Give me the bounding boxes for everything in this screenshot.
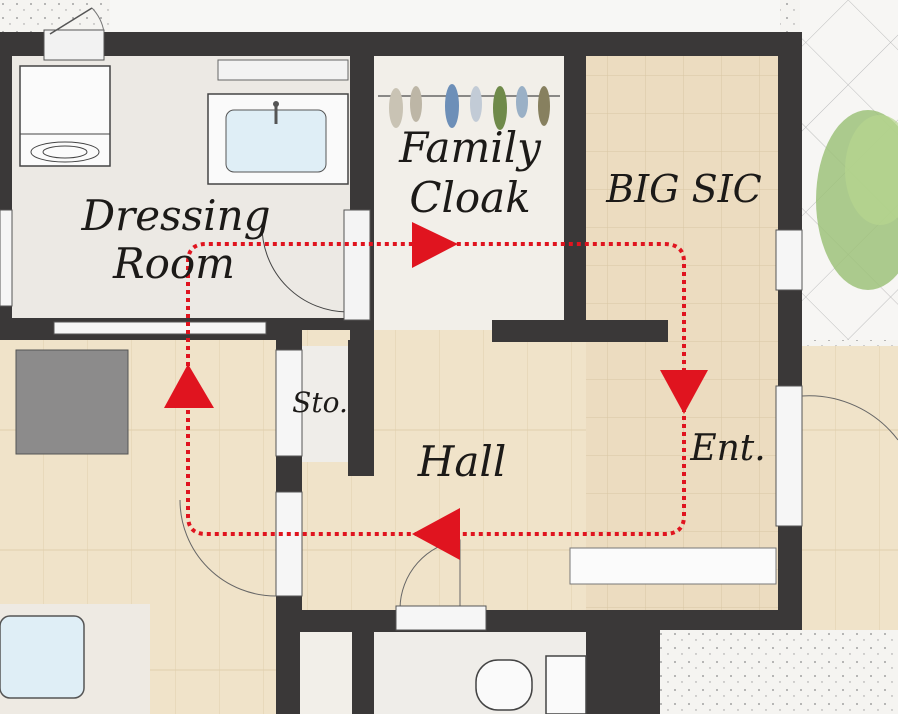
top-door: [43, 7, 105, 61]
window: [775, 229, 803, 291]
route-arrow-down: [660, 370, 708, 414]
hall-label: Hall: [417, 437, 507, 486]
big-sic-label: BIG SIC: [605, 167, 762, 211]
washing-machine-icon: [19, 65, 111, 167]
bathtub-icon: [0, 615, 85, 699]
entrance-porch-floor: [802, 346, 898, 630]
entrance-label: Ent.: [689, 428, 765, 469]
storage-floor: [302, 346, 348, 462]
window: [0, 209, 13, 307]
route-arrow-up: [164, 364, 214, 408]
sliding-door: [275, 491, 303, 597]
circulation-route: [164, 222, 708, 560]
cabinet: [15, 349, 129, 455]
family-cloak-label: Family: [398, 123, 542, 172]
route-arrow-left: [412, 508, 460, 560]
wall-partition: [348, 340, 374, 476]
clothes-rack-icon: [378, 84, 560, 130]
wall-partition: [564, 56, 586, 206]
sliding-door: [53, 321, 267, 335]
corridor-floor: [300, 632, 352, 714]
family-cloak-label: Cloak: [409, 173, 530, 222]
family-cloak-floor: [374, 56, 564, 330]
washbasin-icon: [207, 59, 349, 185]
exterior-top-terrace: [110, 0, 780, 32]
tree-icon: [816, 110, 898, 290]
dressing-room-label: Dressing: [80, 191, 270, 240]
wall-partition: [492, 320, 668, 342]
toilet-icon: [475, 655, 587, 714]
hall-bottom-door: [395, 539, 487, 631]
storage-label: Sto.: [292, 386, 348, 419]
exterior-bottom-right: [660, 630, 898, 714]
dressing-room-label: Room: [112, 239, 235, 288]
shoe-bench: [569, 547, 777, 585]
living-door-swing: [179, 499, 277, 597]
dressing-room-door: [261, 209, 371, 321]
route-arrow-right: [412, 222, 458, 268]
sliding-door: [275, 349, 303, 457]
entrance-door: [775, 385, 898, 527]
